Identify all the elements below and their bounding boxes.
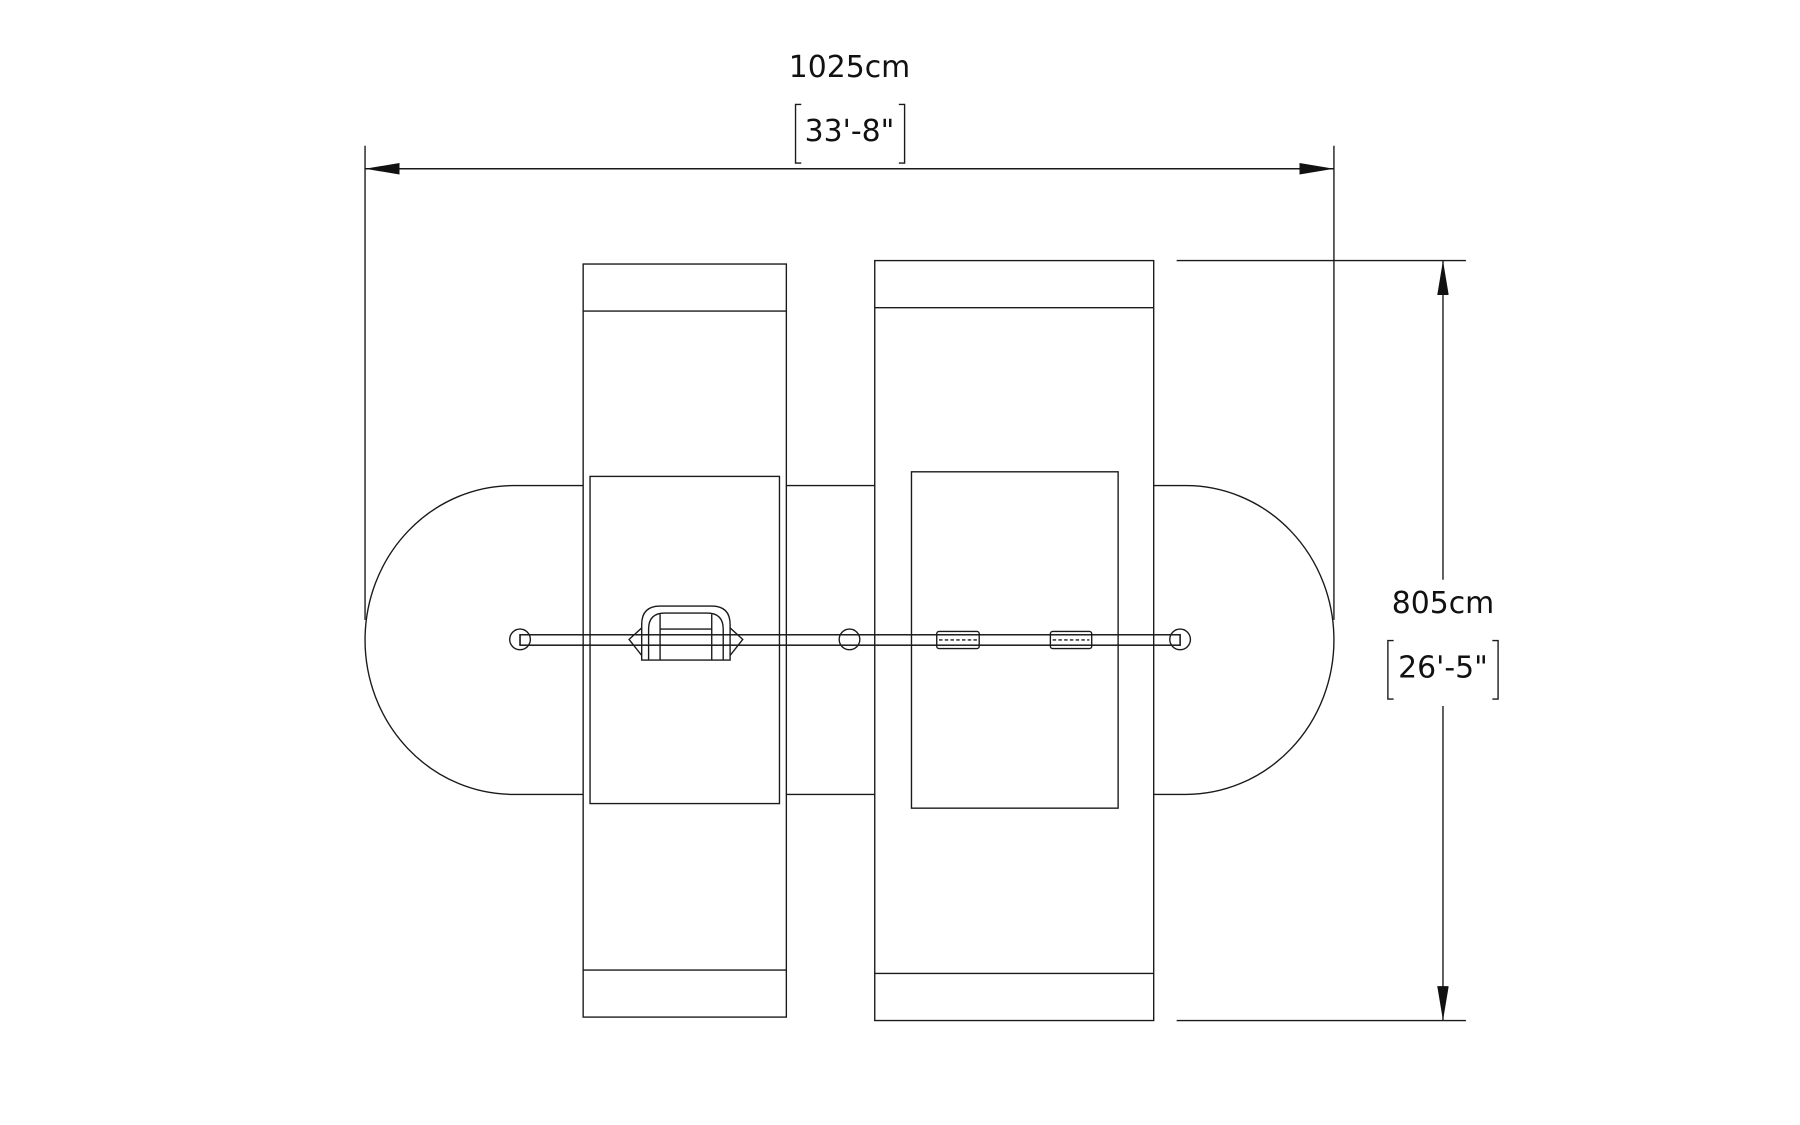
depth-imperial-label: 26'-5" (1398, 650, 1488, 685)
post-middle (838, 628, 861, 651)
depth-metric-label: 805cm (1392, 586, 1494, 621)
post-left (509, 628, 532, 651)
post-right (1169, 628, 1192, 651)
depth-dimension: 805cm 26'-5" (1176, 259, 1499, 1022)
swing-hanger-1 (936, 630, 980, 650)
width-metric-label: 1025cm (789, 50, 910, 85)
left-panel (582, 263, 788, 1018)
safety-zone-outline (364, 484, 1335, 796)
width-dimension: 1025cm 33'-8" (364, 50, 1335, 620)
right-panel (874, 259, 1155, 1022)
swing-hanger-2 (1049, 630, 1093, 650)
width-imperial-label: 33'-8" (805, 114, 895, 149)
swing-seat (519, 605, 1181, 661)
